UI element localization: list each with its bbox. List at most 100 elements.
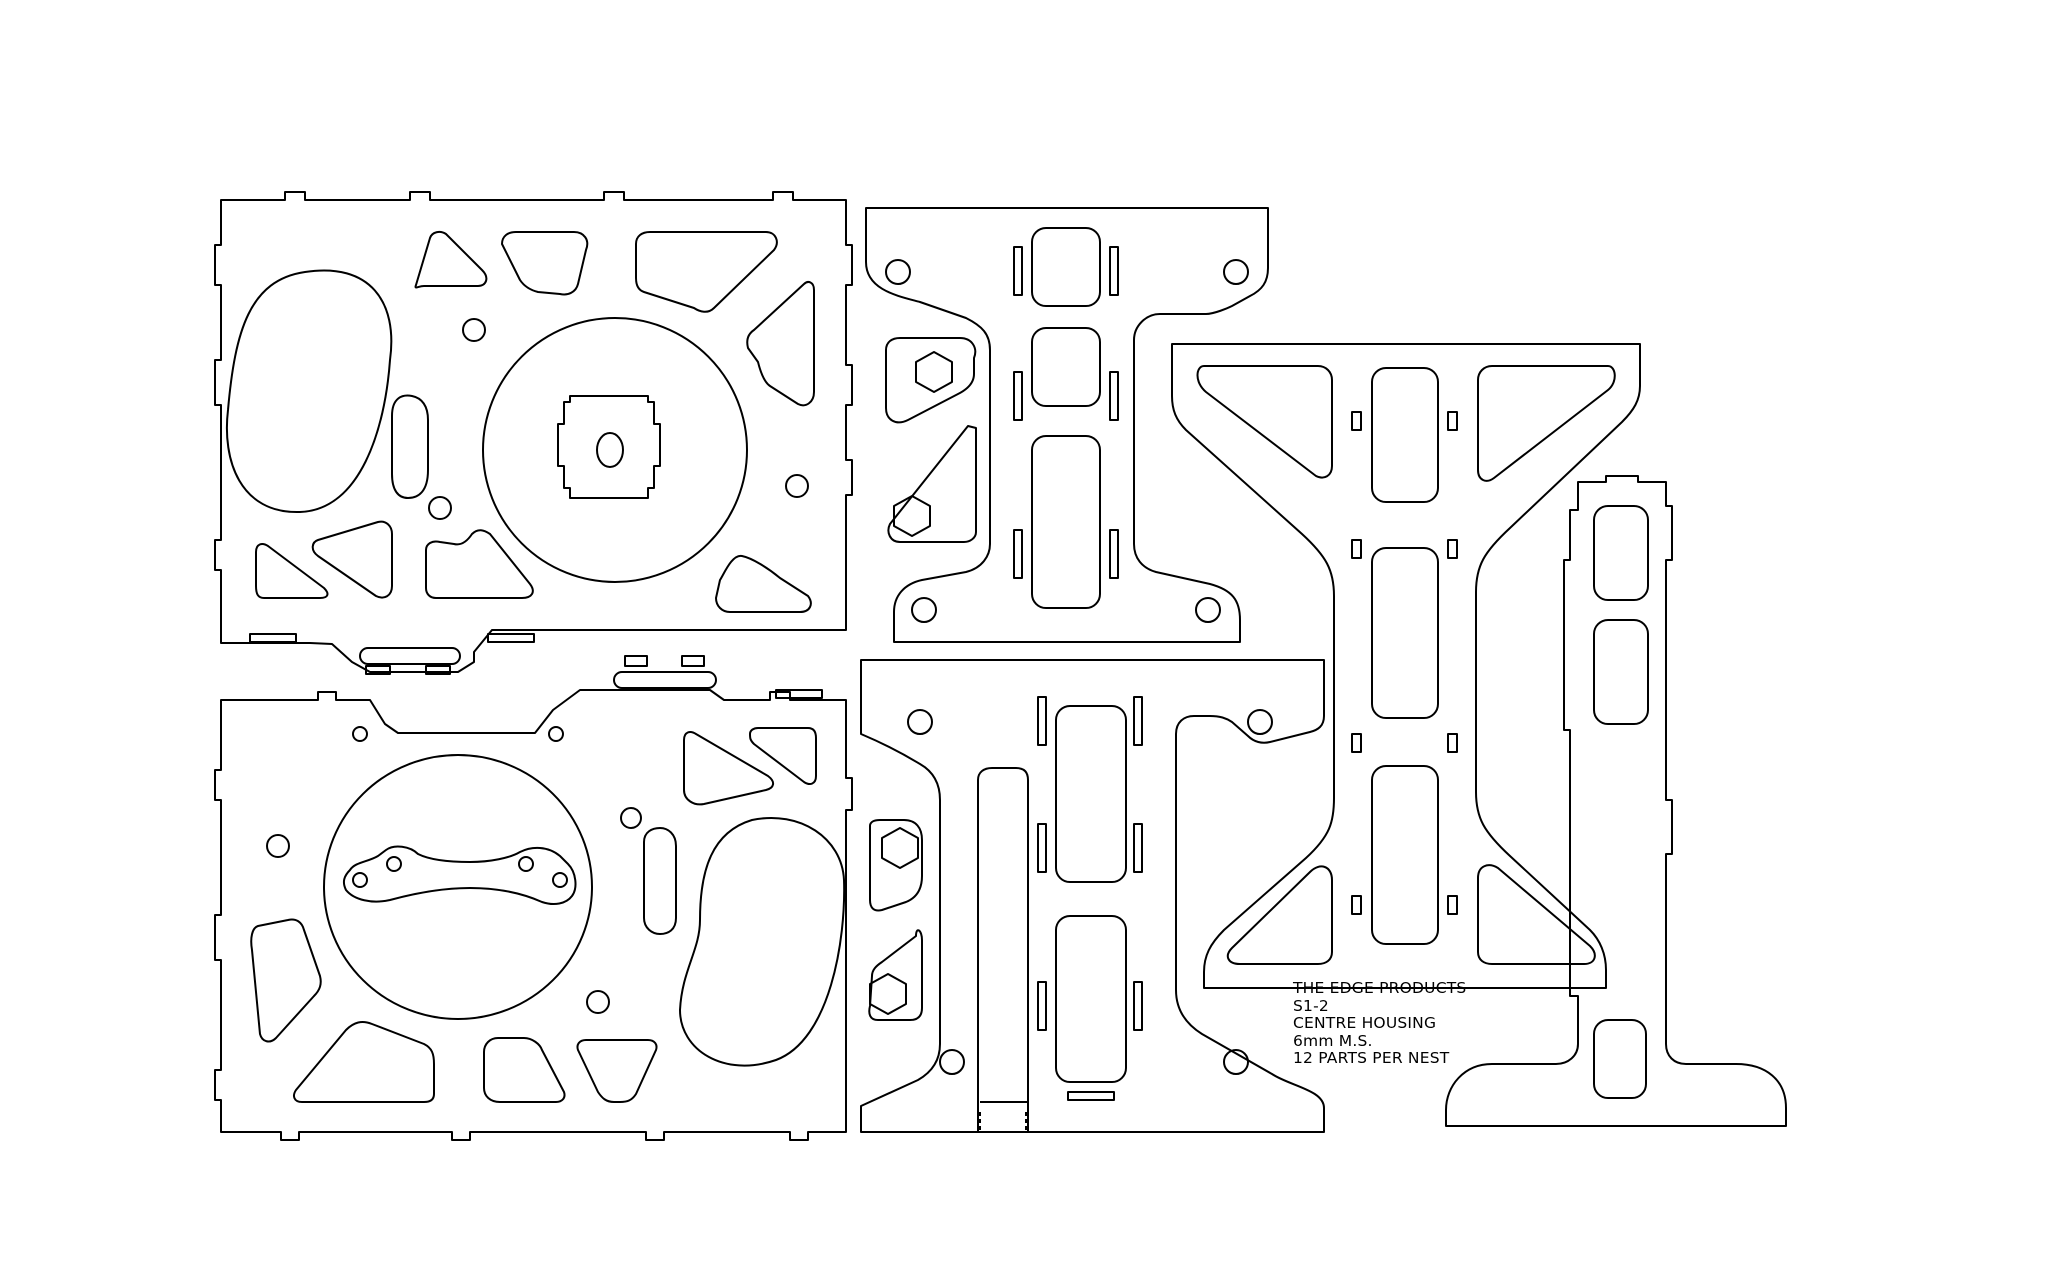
bolt-hole bbox=[785, 474, 809, 498]
company-name: THE EDGE PRODUCTS bbox=[1293, 979, 1467, 997]
tab-slot bbox=[624, 655, 648, 667]
slot-cutout-center bbox=[391, 394, 429, 499]
pivot-hole bbox=[352, 872, 368, 888]
plate-t-bracket bbox=[1445, 475, 1787, 1127]
hex-nut-icon bbox=[893, 495, 931, 537]
plate-bottom-middle bbox=[860, 659, 1325, 1133]
gusset-cutout-2 bbox=[1477, 365, 1616, 482]
plate-large-i-frame bbox=[1171, 343, 1641, 989]
tab-slot bbox=[487, 633, 535, 643]
hex-nut-icon bbox=[881, 827, 919, 869]
bolt-hole bbox=[1247, 709, 1273, 735]
plate-bottom-left bbox=[214, 655, 853, 1141]
oval-cutout-left bbox=[226, 269, 393, 514]
pocket-cutout-6 bbox=[576, 1039, 658, 1103]
bolt-hole bbox=[1223, 259, 1249, 285]
tab-slot bbox=[1351, 539, 1362, 559]
tab-slot bbox=[1133, 981, 1143, 1031]
slot-cutout-center bbox=[643, 827, 677, 935]
nest-count: 12 PARTS PER NEST bbox=[1293, 1049, 1450, 1067]
window-cutout bbox=[1593, 1019, 1647, 1099]
gusset-cutout-2 bbox=[868, 929, 923, 1021]
plate-top-middle bbox=[865, 207, 1269, 643]
window-cutout bbox=[1055, 915, 1127, 1083]
bolt-hole bbox=[1223, 1049, 1249, 1075]
hex-nut-icon bbox=[915, 351, 953, 393]
cam-cutout bbox=[342, 845, 577, 905]
gusset-cutout-1 bbox=[1196, 365, 1333, 479]
tab-slot bbox=[1133, 696, 1143, 746]
bolt-hole bbox=[266, 834, 290, 858]
pocket-cutout-5 bbox=[483, 1037, 566, 1103]
oval-cutout-right bbox=[679, 817, 846, 1067]
tab-slot bbox=[1447, 539, 1458, 559]
window-cutout bbox=[1371, 547, 1439, 719]
tab-slot bbox=[613, 671, 717, 689]
tab-slot bbox=[1109, 529, 1119, 579]
tab-slot bbox=[1447, 411, 1458, 431]
window-cutout bbox=[1031, 227, 1101, 307]
bolt-hole bbox=[620, 807, 642, 829]
window-cutout bbox=[1371, 765, 1439, 945]
tab-slot bbox=[1013, 529, 1023, 579]
bolt-hole bbox=[939, 1049, 965, 1075]
part-number: S1-2 bbox=[1293, 996, 1329, 1015]
pivot-hole bbox=[552, 872, 568, 888]
pivot-hole bbox=[386, 856, 402, 872]
tab-slot bbox=[1351, 411, 1362, 431]
plate-top-middle-outline bbox=[865, 207, 1269, 643]
tab-slot bbox=[1037, 823, 1047, 873]
plate-top-left bbox=[214, 191, 853, 675]
tab-slot bbox=[775, 689, 823, 699]
tab-slot bbox=[1351, 733, 1362, 753]
long-slot-cutout bbox=[977, 767, 1029, 1133]
tab-slot bbox=[1013, 371, 1023, 421]
window-cutout bbox=[1055, 705, 1127, 883]
tab-slot bbox=[425, 665, 451, 675]
bolt-hole bbox=[885, 259, 911, 285]
tab-slot bbox=[1351, 895, 1362, 915]
plate-top-left-outline bbox=[214, 191, 853, 673]
pocket-cutout-3 bbox=[250, 918, 322, 1043]
gusset-cutout-4 bbox=[1477, 864, 1596, 965]
bore-circle bbox=[323, 754, 593, 1020]
part-name: CENTRE HOUSING bbox=[1293, 1014, 1437, 1032]
pivot-hole bbox=[518, 856, 534, 872]
bolt-hole bbox=[352, 726, 368, 742]
bolt-hole bbox=[586, 990, 610, 1014]
tab-slot bbox=[249, 633, 297, 643]
tab-slot bbox=[1447, 895, 1458, 915]
bolt-hole bbox=[1195, 597, 1221, 623]
pocket-cutout-4 bbox=[293, 1021, 435, 1103]
material-spec: 6mm M.S. bbox=[1293, 1031, 1373, 1050]
bolt-hole bbox=[907, 709, 933, 735]
plate-bottom-left-outline bbox=[214, 689, 853, 1141]
tab-slot bbox=[365, 665, 391, 675]
gusset-cutout-1 bbox=[885, 337, 977, 424]
tab-slot bbox=[1037, 696, 1047, 746]
pocket-cutout-5 bbox=[255, 543, 329, 599]
bolt-hole bbox=[428, 496, 452, 520]
pocket-cutout-4 bbox=[746, 281, 815, 407]
bolt-hole bbox=[462, 318, 486, 342]
hex-nut-icon bbox=[869, 973, 907, 1015]
pocket-cutout-6 bbox=[311, 520, 393, 599]
tab-slot bbox=[1013, 246, 1023, 296]
tab-slot bbox=[1109, 246, 1119, 296]
gusset-cutout-1 bbox=[869, 819, 923, 912]
title-block: THE EDGE PRODUCTS S1-2 CENTRE HOUSING 6m… bbox=[1293, 979, 1467, 1068]
tab-slot bbox=[1133, 823, 1143, 873]
plate-bottom-middle-outline bbox=[860, 659, 1325, 1133]
window-cutout bbox=[1031, 435, 1101, 609]
pocket-cutout-1 bbox=[414, 230, 488, 289]
center-hole bbox=[596, 432, 624, 468]
plate-large-i-frame-outline bbox=[1171, 343, 1641, 989]
pocket-cutout-1 bbox=[683, 731, 774, 806]
tab-slot bbox=[1037, 981, 1047, 1031]
pocket-cutout-3 bbox=[635, 231, 778, 313]
window-cutout bbox=[1031, 327, 1101, 407]
pocket-cutout-2 bbox=[749, 727, 817, 785]
tab-slot bbox=[1109, 371, 1119, 421]
tab-slot bbox=[1447, 733, 1458, 753]
